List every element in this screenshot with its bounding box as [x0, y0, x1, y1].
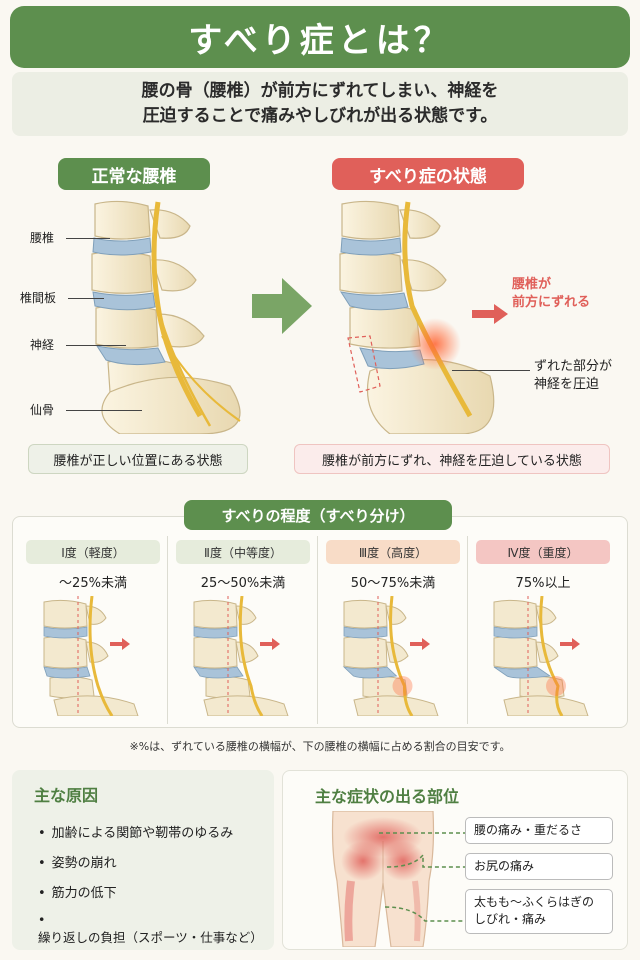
cause-item: 筋力の低下: [38, 882, 117, 901]
shift-arrow-icon: [472, 304, 508, 328]
grades-note: ※%は、ずれている腰椎の横幅が、下の腰椎の横幅に占める割合の目安です。: [129, 740, 511, 753]
grade-spine-illustration: [484, 595, 604, 720]
grade-range: 〜25%未満: [59, 576, 127, 591]
cause-item: 繰り返しの負担（スポーツ・仕事など）: [38, 912, 274, 946]
grade-spine-illustration: [334, 595, 454, 720]
slip-spine-illustration: [320, 196, 510, 434]
body-back-illustration: [323, 810, 443, 951]
cause-item: 加齢による関節や靭帯のゆるみ: [38, 822, 234, 841]
grade-range: 75%以上: [515, 576, 571, 591]
grade-spine-illustration: [34, 595, 154, 720]
grade-column: Ⅲ度（高度） 50〜75%未満: [320, 536, 468, 724]
symptom-buttocks: お尻の痛み: [465, 853, 613, 881]
grades-header: すべりの程度（すべり分け）: [184, 500, 452, 530]
grade-range: 50〜75%未満: [350, 576, 436, 591]
label-nerve: 神経: [30, 338, 55, 352]
symptoms-panel: 主な症状の出る部位 腰の痛み・重だるさ お尻の痛み 太もも〜ふくらはぎの しびれ…: [282, 770, 628, 950]
causes-title: 主な原因: [34, 786, 99, 805]
normal-spine-illustration: [0, 196, 270, 434]
grade-name: Ⅳ度（重度）: [476, 540, 610, 564]
grade-spine-illustration: [184, 595, 304, 720]
grade-range: 25〜50%未満: [200, 576, 286, 591]
grade-name: Ⅱ度（中等度）: [176, 540, 310, 564]
grade-column: Ⅰ度（軽度） 〜25%未満: [20, 536, 168, 724]
grade-column: Ⅱ度（中等度） 25〜50%未満: [170, 536, 318, 724]
intro-text: 腰の骨（腰椎）が前方にずれてしまい、神経を 圧迫することで痛みやしびれが出る状態…: [12, 72, 628, 136]
label-disc: 椎間板: [20, 291, 57, 305]
symptom-leaders: [379, 832, 465, 922]
slip-caption: 腰椎が前方にずれ、神経を圧迫している状態: [294, 444, 610, 474]
compress-label: ずれた部分が 神経を圧迫: [534, 359, 613, 393]
symptoms-title: 主な症状の出る部位: [315, 787, 460, 806]
causes-panel: 主な原因 加齢による関節や靭帯のゆるみ 姿勢の崩れ 筋力の低下 繰り返しの負担（…: [12, 770, 274, 950]
slip-header: すべり症の状態: [332, 158, 524, 190]
symptom-lower-back: 腰の痛み・重だるさ: [465, 817, 613, 845]
label-sacrum: 仙骨: [30, 403, 55, 417]
shift-label: 腰椎が 前方にずれる: [512, 277, 591, 311]
grade-name: Ⅰ度（軽度）: [26, 540, 160, 564]
normal-header: 正常な腰椎: [58, 158, 210, 190]
transition-arrow-icon: [252, 278, 312, 338]
grade-name: Ⅲ度（高度）: [326, 540, 460, 564]
label-vertebra: 腰椎: [30, 231, 55, 245]
page-title: すべり症とは？: [10, 6, 630, 68]
symptom-legs: 太もも〜ふくらはぎの しびれ・痛み: [465, 889, 613, 934]
grade-column: Ⅳ度（重度） 75%以上: [470, 536, 618, 724]
normal-caption: 腰椎が正しい位置にある状態: [28, 444, 248, 474]
cause-item: 姿勢の崩れ: [38, 852, 117, 871]
